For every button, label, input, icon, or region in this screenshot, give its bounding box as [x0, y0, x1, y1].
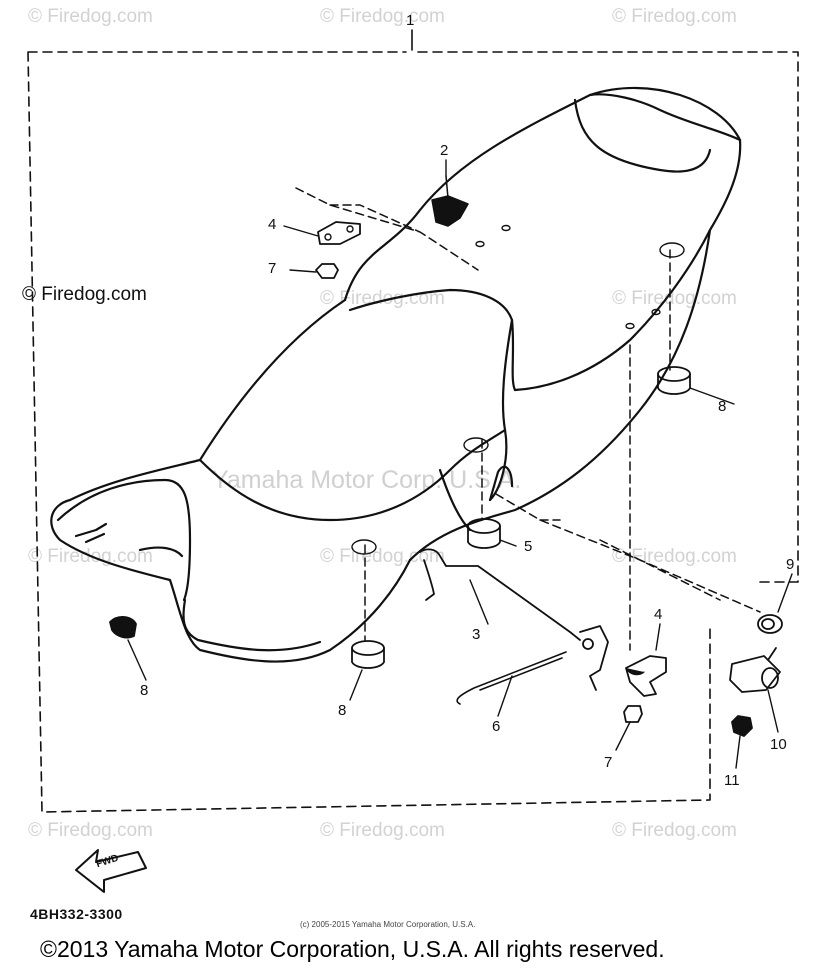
copyright-footer: ©2013 Yamaha Motor Corporation, U.S.A. A…	[40, 936, 665, 962]
callout-8: 8	[718, 398, 727, 415]
fwd-arrow-icon	[75, 849, 147, 893]
watermark: © Firedog.com	[320, 546, 445, 567]
watermark-yamaha: Yamaha Motor Corp. U.S.A.	[212, 466, 522, 494]
assembly-boundary	[27, 51, 799, 813]
callout-10: 10	[770, 736, 787, 753]
callout-7: 7	[604, 754, 613, 771]
part-3-lock-rod	[419, 548, 609, 691]
part-8-damper	[657, 366, 735, 405]
callout-6: 6	[492, 718, 501, 735]
callout-9: 9	[786, 556, 795, 573]
callout-8: 8	[338, 702, 347, 719]
callout-7: 7	[268, 260, 277, 277]
part-7-nut	[315, 263, 339, 279]
watermark: © Firedog.com	[612, 820, 737, 841]
watermark: © Firedog.com	[612, 288, 737, 309]
callout-4: 4	[268, 216, 277, 233]
part-8-damper	[467, 518, 517, 549]
watermark: © Firedog.com	[28, 6, 153, 27]
part-6-cable	[456, 651, 567, 717]
watermark: © Firedog.com	[28, 820, 153, 841]
part-code: 4BH332-3300	[30, 906, 123, 922]
callout-2: 2	[440, 142, 449, 159]
callout-4: 4	[654, 606, 663, 623]
watermark: © Firedog.com	[320, 820, 445, 841]
part-11-nut	[731, 715, 753, 769]
part-4-bracket	[625, 655, 667, 697]
watermark: © Firedog.com	[320, 288, 445, 309]
watermark-firedog: © Firedog.com	[22, 284, 147, 305]
part-4-bracket	[317, 221, 361, 245]
callout-11: 11	[724, 772, 740, 789]
part-2-tab	[431, 195, 469, 227]
watermark: © Firedog.com	[320, 6, 445, 27]
callout-8: 8	[140, 682, 149, 699]
watermark: © Firedog.com	[612, 6, 737, 27]
part-7-nut	[623, 705, 643, 723]
part-8-damper	[349, 640, 385, 701]
part-8-damper	[109, 616, 147, 681]
callout-1: 1	[406, 12, 415, 29]
guide-lines	[295, 187, 761, 651]
part-9-grommet	[757, 573, 793, 634]
part-10-key-lock	[729, 647, 781, 733]
callout-3: 3	[472, 626, 481, 643]
small-copyright: (c) 2005-2015 Yamaha Motor Corporation, …	[300, 920, 476, 929]
seat	[50, 86, 742, 663]
callout-5: 5	[524, 538, 533, 555]
